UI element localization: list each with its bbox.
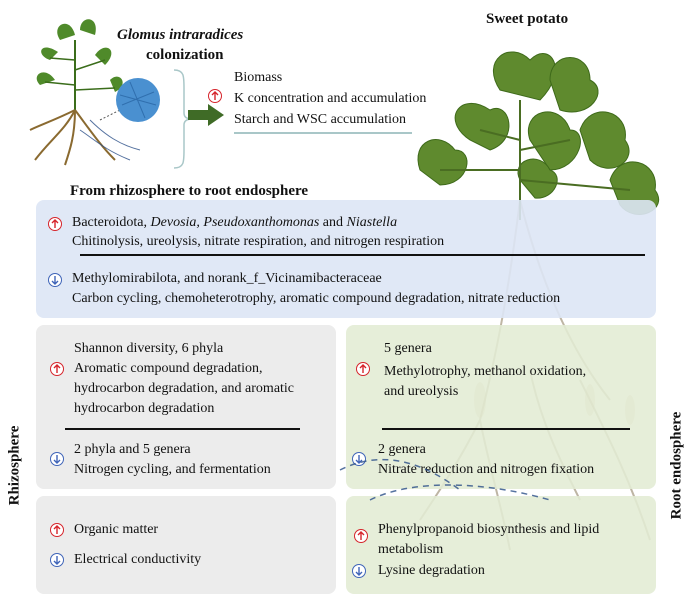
soil-electrical-conductivity: Electrical conductivity bbox=[74, 552, 202, 567]
root-endosphere-metab-panel bbox=[346, 496, 656, 594]
increase-arrow-icon bbox=[356, 362, 370, 376]
effects-underline bbox=[234, 132, 412, 134]
colonization-label: colonization bbox=[146, 47, 224, 63]
species-name: Glomus intraradices bbox=[117, 27, 244, 43]
metab-up-line-2: metabolism bbox=[378, 542, 444, 557]
decrease-arrow-icon bbox=[352, 564, 366, 578]
colonized-plant-illustration bbox=[29, 19, 160, 166]
taxa-plain: Bacteroidota, bbox=[72, 215, 151, 230]
increase-arrow-icon bbox=[354, 529, 368, 543]
rhizosphere-label-text: Rhizosphere bbox=[6, 425, 23, 505]
root-endosphere-label-text: Root endosphere bbox=[668, 411, 685, 519]
divider-rule bbox=[65, 428, 300, 430]
metab-down-line: Lysine degradation bbox=[378, 563, 485, 578]
rhizo-down-line-1: 2 phyla and 5 genera bbox=[74, 442, 191, 457]
root-endosphere-side-label: Root endosphere bbox=[662, 390, 692, 540]
rhizo-up-line-4: hydrocarbon degradation bbox=[74, 401, 215, 416]
divider-rule bbox=[382, 428, 630, 430]
increase-arrow-icon bbox=[50, 523, 64, 537]
rhizo-up-line-1: Shannon diversity, 6 phyla bbox=[74, 341, 224, 356]
rhizo-up-line-3: hydrocarbon degradation, and aromatic bbox=[74, 381, 295, 396]
divider-rule bbox=[80, 254, 645, 256]
endo-up-line-2: Methylotrophy, methanol oxidation, bbox=[384, 364, 587, 379]
effect-biomass: Biomass bbox=[234, 70, 283, 85]
endo-down-line-1: 2 genera bbox=[378, 442, 426, 457]
taxa-niastella: Niastella bbox=[346, 215, 398, 230]
root-dash-lines bbox=[339, 458, 551, 501]
endosphere-down-functions: Carbon cycling, chemoheterotrophy, aroma… bbox=[72, 291, 561, 306]
decrease-arrow-icon bbox=[50, 452, 64, 466]
decrease-arrow-icon bbox=[48, 273, 62, 287]
section-title: From rhizosphere to root endosphere bbox=[70, 183, 309, 199]
rhizosphere-soil-panel bbox=[36, 496, 336, 594]
rhizosphere-panel bbox=[36, 325, 336, 489]
taxa-and: and bbox=[319, 215, 347, 230]
endosphere-down-taxa: Methylomirabilota, and norank_f_Vicinami… bbox=[72, 271, 382, 286]
section-title-bg bbox=[60, 178, 345, 204]
endosphere-shift-panel bbox=[36, 200, 656, 318]
effect-k: K concentration and accumulation bbox=[234, 91, 427, 106]
increase-arrow-icon bbox=[208, 89, 222, 103]
rhizo-down-line-2: Nitrogen cycling, and fermentation bbox=[74, 462, 271, 477]
decrease-arrow-icon bbox=[50, 553, 64, 567]
endo-down-line-2: Nitrate reduction and nitrogen fixation bbox=[378, 462, 595, 477]
increase-arrow-icon bbox=[50, 362, 64, 376]
increase-arrow-icon bbox=[48, 217, 62, 231]
endosphere-up-taxa: Bacteroidota, Devosia, Pseudoxanthomonas… bbox=[72, 213, 397, 232]
right-arrow-icon bbox=[188, 104, 224, 126]
root-endosphere-panel bbox=[346, 325, 656, 489]
rhizo-up-line-2: Aromatic compound degradation, bbox=[74, 361, 263, 376]
rhizosphere-side-label: Rhizosphere bbox=[0, 390, 30, 540]
soil-organic-matter: Organic matter bbox=[74, 522, 159, 537]
metab-up-line-1: Phenylpropanoid biosynthesis and lipid bbox=[378, 522, 600, 537]
plant-name-label: Sweet potato bbox=[486, 11, 569, 27]
endosphere-up-functions: Chitinolysis, ureolysis, nitrate respira… bbox=[72, 234, 445, 249]
endo-up-line-3: and ureolysis bbox=[384, 384, 459, 399]
taxa-italic: Devosia, Pseudoxanthomonas bbox=[150, 215, 320, 230]
endo-up-line-1: 5 genera bbox=[384, 341, 432, 356]
effect-starch: Starch and WSC accumulation bbox=[234, 112, 406, 127]
